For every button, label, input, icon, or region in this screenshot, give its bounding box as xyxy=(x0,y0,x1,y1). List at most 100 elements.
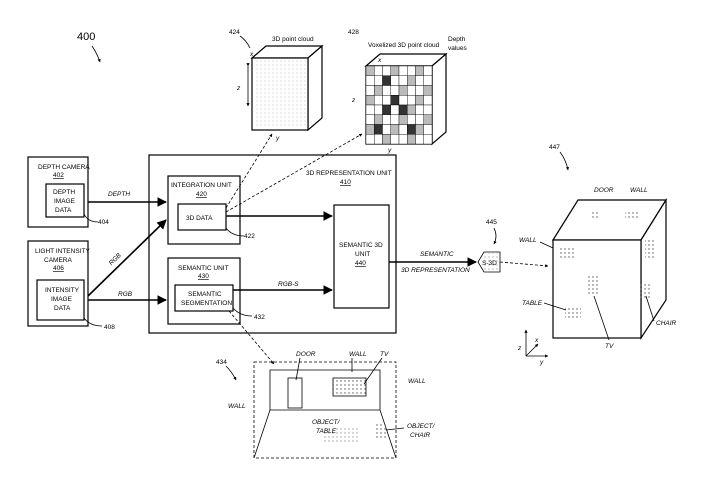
s3d-ref-leader xyxy=(493,227,497,245)
voxel-cell xyxy=(365,134,375,145)
voxel-depth2: values xyxy=(448,45,468,52)
voxel-cell xyxy=(407,85,416,96)
depth-arrow-label: DEPTH xyxy=(108,191,130,198)
room-tv-leader xyxy=(593,295,610,341)
voxel-cell xyxy=(390,114,400,125)
room-axis-y: y xyxy=(539,359,544,366)
voxel-cell xyxy=(374,104,383,115)
semantic-3d-unit-line2: UNIT xyxy=(355,251,370,258)
voxel-cell xyxy=(415,85,424,96)
depth-data-leader xyxy=(83,213,99,223)
voxel-cell xyxy=(382,95,391,106)
intensity-image-data-line3: DATA xyxy=(54,305,71,312)
voxel-cell xyxy=(365,104,375,115)
representation-unit-ref: 410 xyxy=(340,179,351,186)
voxel-cell xyxy=(398,75,408,86)
voxel-cell xyxy=(390,95,400,106)
voxel-cell xyxy=(423,124,433,135)
room-ref-leader xyxy=(559,151,570,171)
representation-unit-title: 3D REPRESENTATION UNIT xyxy=(306,170,392,177)
integration-unit-ref: 420 xyxy=(196,191,207,198)
light-camera-title2: CAMERA xyxy=(44,257,72,264)
semantic-3d-unit-ref: 440 xyxy=(355,260,366,267)
semantic-segmentation-line2: SEGMENTATION xyxy=(181,300,232,307)
voxel-cell xyxy=(365,95,375,106)
to-point-cloud-arrow xyxy=(225,133,273,209)
voxel-cell xyxy=(415,65,424,76)
semantic-segmentation-box xyxy=(174,284,234,312)
voxel-cell xyxy=(423,85,433,96)
voxel-cell xyxy=(365,75,375,86)
light-camera-ref: 406 xyxy=(53,265,64,272)
voxel-cell xyxy=(423,75,433,86)
intensity-data-ref: 408 xyxy=(104,324,115,331)
voxel-cell xyxy=(398,114,408,125)
room-cube: 447 DOOR WALL WALL TABLE CHAIR TV z y x xyxy=(517,144,677,366)
voxel-cell xyxy=(407,75,416,86)
room-wall-top-label: WALL xyxy=(630,187,648,194)
voxel-cell xyxy=(407,104,416,115)
seg-chair-label2: CHAIR xyxy=(410,432,431,439)
voxel-cell xyxy=(382,65,391,76)
voxel-cell xyxy=(365,65,375,76)
depth-data-ref: 404 xyxy=(98,219,109,226)
voxel-cell xyxy=(423,95,433,106)
voxel-cell xyxy=(390,75,400,86)
room-wall-leader xyxy=(539,241,554,249)
voxel-cell xyxy=(382,134,391,145)
voxel-cell xyxy=(365,85,375,96)
voxel-cell xyxy=(390,65,400,76)
seg-door-leader xyxy=(295,357,301,381)
seg-door-label: DOOR xyxy=(296,351,316,358)
depth-image-data-line3: DATA xyxy=(55,207,72,214)
voxel-ref: 428 xyxy=(348,29,359,36)
voxel-cell xyxy=(390,104,400,115)
3d-data-label: 3D DATA xyxy=(186,215,213,222)
point-cloud-cube: 424 3D point cloud z x y xyxy=(229,29,324,142)
integration-unit-title: INTEGRATION UNIT xyxy=(171,182,232,189)
room-cube-ref: 447 xyxy=(549,144,560,151)
rgb-s-label: RGB-S xyxy=(278,281,299,288)
segmentation-view: 434 DOOR WALL TV WALL WALL OBJECT/ TABLE… xyxy=(216,351,436,459)
3d-data-box xyxy=(177,203,227,231)
voxel-cell xyxy=(398,95,408,106)
figure-number-leader xyxy=(91,45,101,63)
voxel-grid xyxy=(365,65,433,145)
light-camera-title1: LIGHT INTENSITY xyxy=(35,248,90,255)
voxel-cube: 428 Voxelized 3D point cloud Depth value… xyxy=(348,29,468,154)
voxel-cell xyxy=(398,65,408,76)
depth-camera-block: DEPTH CAMERA 402 DEPTH IMAGE DATA 404 xyxy=(27,156,109,228)
intensity-image-data-line1: INTENSITY xyxy=(45,287,80,294)
room-tv-label: TV xyxy=(605,343,614,350)
room-table-label: TABLE xyxy=(522,300,543,307)
seg-tv-leader xyxy=(363,357,383,385)
seg-chair-label1: OBJECT/ xyxy=(407,423,436,430)
voxel-cell xyxy=(390,85,400,96)
voxel-axis-y: y xyxy=(387,147,392,154)
semantic-output-label1: SEMANTIC xyxy=(420,251,454,258)
seg-tv xyxy=(332,377,367,397)
semantic-3d-unit-box xyxy=(333,204,390,309)
room-chair-leader xyxy=(645,295,655,322)
pc-axis-z: z xyxy=(236,85,241,92)
voxel-cell xyxy=(382,124,391,135)
s3d-to-room-arrow xyxy=(499,261,549,268)
seg-chair-leader xyxy=(385,427,405,431)
intensity-image-data-box xyxy=(36,279,85,321)
depth-image-data-box xyxy=(45,183,85,218)
voxel-cell xyxy=(407,134,416,145)
seg-table-label1: OBJECT/ xyxy=(312,419,341,426)
voxel-cell xyxy=(415,134,424,145)
semantic-unit-ref: 430 xyxy=(198,273,209,280)
point-cloud-ref-leader xyxy=(239,35,251,49)
seg-view-ref: 434 xyxy=(216,359,227,366)
intensity-data-leader xyxy=(83,317,103,327)
voxel-cell xyxy=(423,65,433,76)
semantic-segmentation-leader xyxy=(232,307,253,317)
voxel-cell xyxy=(390,124,400,135)
voxel-cell xyxy=(415,104,424,115)
voxel-cell xyxy=(374,85,383,96)
room-axis-x: x xyxy=(534,337,539,344)
rgb-arrow-label: RGB xyxy=(118,291,133,298)
voxel-cell xyxy=(423,104,433,115)
